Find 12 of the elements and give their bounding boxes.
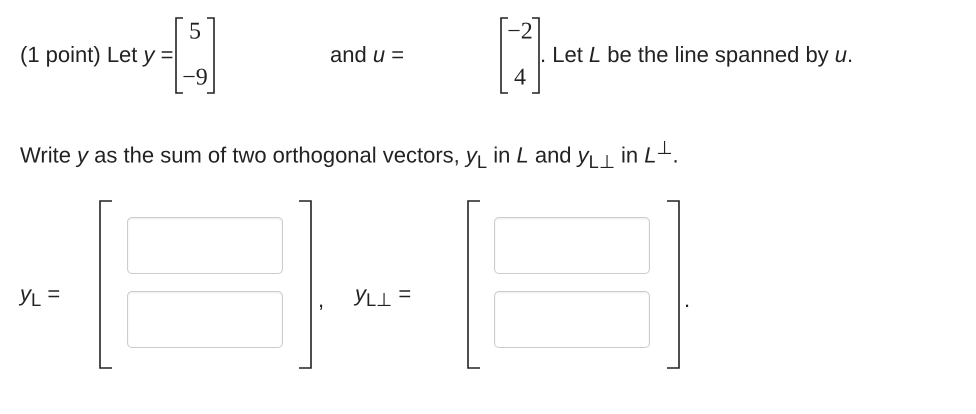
- matrix-entry: 4: [514, 64, 526, 92]
- matrix-entry: −2: [507, 18, 533, 46]
- vector-label: y$_{L}$ =: [20, 280, 60, 312]
- matrix-entry: −9: [182, 64, 208, 92]
- separator-comma: ,: [318, 286, 324, 314]
- matrix-entry: 5: [189, 18, 201, 46]
- prompt-text: and u =: [330, 42, 404, 68]
- prompt-text: . Let L be the line spanned by u.: [540, 42, 854, 68]
- separator-period: .: [684, 286, 690, 314]
- prompt-text: (1 point) Let y =: [20, 42, 174, 68]
- vector-label: y$_{L⊥}$ =: [355, 280, 412, 312]
- instruction-text: Write y as the sum of two orthogonal vectors, y$_{L}$ in L and y$_{L⊥}$ in L$^{⊥}$.: [20, 137, 679, 173]
